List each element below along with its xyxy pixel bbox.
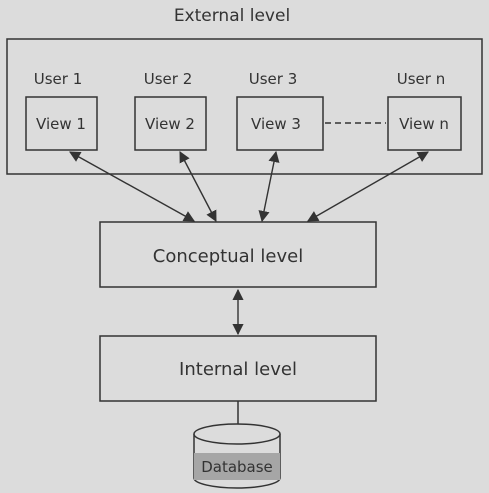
- user-label-3: User 3: [249, 70, 298, 88]
- view-label-3: View 3: [251, 115, 301, 133]
- arrow-view3-conceptual: [258, 150, 280, 223]
- user-label-n: User n: [397, 70, 445, 88]
- view-box-3: [236, 96, 324, 151]
- user-label-2: User 2: [144, 70, 193, 88]
- view-label-2: View 2: [145, 115, 195, 133]
- database-label: Database: [201, 458, 273, 476]
- database-icon: [193, 423, 281, 489]
- conceptual-level-label: Conceptual level: [153, 246, 303, 267]
- view-box-2: [134, 96, 207, 151]
- arrow-viewn-conceptual: [307, 151, 429, 222]
- external-level-title: External level: [174, 6, 290, 26]
- internal-level-label: Internal level: [179, 359, 297, 380]
- view-box-n: [387, 96, 462, 151]
- conceptual-level-box: [99, 221, 377, 288]
- arrow-view1-conceptual: [69, 151, 195, 222]
- arrow-view2-conceptual: [179, 151, 217, 222]
- external-level-box: [6, 38, 483, 175]
- view-box-1: [25, 96, 98, 151]
- view-label-1: View 1: [36, 115, 86, 133]
- user-label-1: User 1: [34, 70, 83, 88]
- view-label-n: View n: [399, 115, 449, 133]
